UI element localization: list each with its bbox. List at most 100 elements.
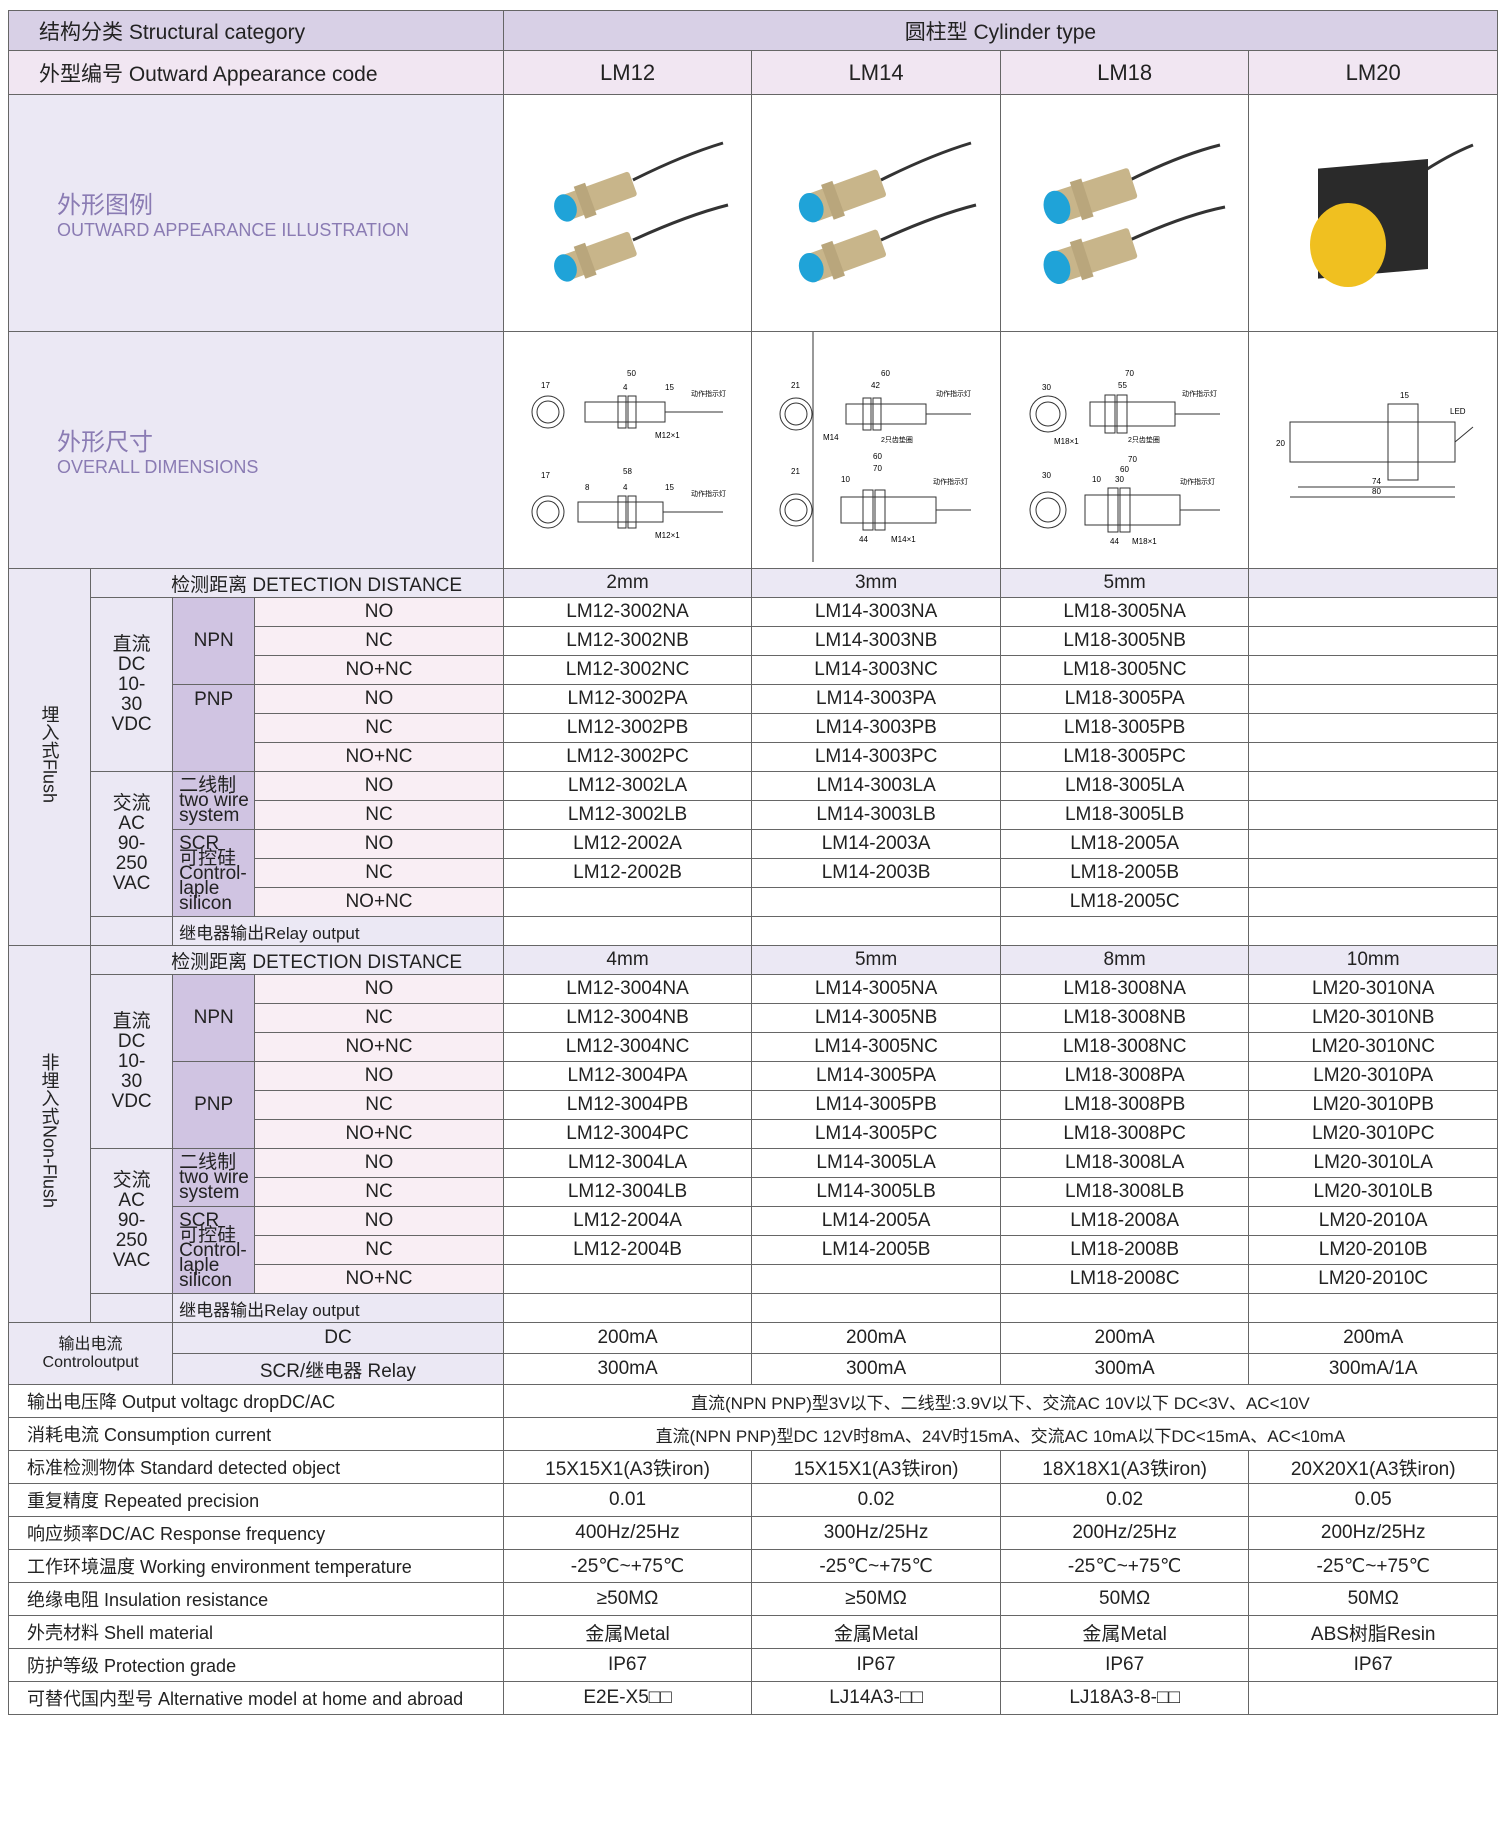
spec-value: -25℃~+75℃ bbox=[751, 1549, 1001, 1583]
dim-text: M18×1 bbox=[1132, 537, 1157, 546]
model-cell: LM12-3002PB bbox=[502, 713, 753, 743]
model-cell: LM18-3005PC bbox=[999, 742, 1250, 772]
spec-value: 0.01 bbox=[502, 1483, 753, 1517]
model-cell: LM18-3008PA bbox=[999, 1061, 1250, 1091]
model-cell: LM14-2005B bbox=[751, 1235, 1001, 1265]
model-cell: LM20-3010PB bbox=[1248, 1090, 1498, 1120]
model-cell bbox=[1248, 626, 1498, 656]
spec-label: 绝缘电阻 Insulation resistance bbox=[8, 1582, 504, 1616]
model-cell: LM14-3005PB bbox=[751, 1090, 1001, 1120]
lm18-drawing: 30 70 55 动作指示灯 M18×1 2只齿垫圈 30 70 60 10 3… bbox=[999, 331, 1250, 569]
model-cell: LM12-2002B bbox=[502, 858, 753, 888]
model-cell: LM14-3003LA bbox=[751, 771, 1001, 801]
model-cell: LM18-3005LB bbox=[999, 800, 1250, 830]
dim-text: 4 bbox=[623, 483, 628, 492]
model-cell: LM14-3003NA bbox=[751, 597, 1001, 627]
spec-table: 结构分类 Structural category 圆柱型 Cylinder ty… bbox=[7, 10, 1499, 1715]
model-cell: LM12-3004NB bbox=[502, 1003, 753, 1033]
output-type: NO bbox=[254, 597, 504, 627]
model-lm14: LM14 bbox=[751, 50, 1001, 95]
model-cell bbox=[1248, 858, 1498, 888]
dim-text: 21 bbox=[791, 381, 800, 390]
model-cell: LM20-3010PC bbox=[1248, 1119, 1498, 1149]
flush-distance: 5mm bbox=[999, 568, 1250, 598]
spec-value: 金属Metal bbox=[502, 1615, 753, 1649]
dim-text: 15 bbox=[665, 383, 674, 392]
model-cell: LM14-3003PB bbox=[751, 713, 1001, 743]
nonflush-distance: 10mm bbox=[1248, 945, 1498, 975]
model-cell: LM20-3010NB bbox=[1248, 1003, 1498, 1033]
spec-value: 18X18X1(A3铁iron) bbox=[999, 1450, 1250, 1484]
dim-text: M12×1 bbox=[655, 531, 680, 540]
dim-text: 20 bbox=[1276, 439, 1285, 448]
model-lm18: LM18 bbox=[999, 50, 1250, 95]
model-cell: LM14-3003PA bbox=[751, 684, 1001, 714]
dim-text: 动作指示灯 bbox=[936, 389, 971, 398]
dim-text: 30 bbox=[1042, 383, 1051, 392]
value-cell: 300mA bbox=[751, 1353, 1001, 1385]
output-type: NO+NC bbox=[254, 887, 504, 917]
model-cell: LM18-3005LA bbox=[999, 771, 1250, 801]
nonflush-detection-label: 检测距离 DETECTION DISTANCE bbox=[90, 945, 504, 975]
output-type: NC bbox=[254, 1235, 504, 1265]
model-cell: LM20-3010NC bbox=[1248, 1032, 1498, 1062]
nonflush-detection-row: 非埋入式Non-Flush 检测距离 DETECTION DISTANCE 4m… bbox=[7, 945, 1498, 1323]
dimension-drawing: 17 50 4 15 动作指示灯 M12×1 17 58 8 4 15 动作指示… bbox=[531, 369, 726, 540]
flush-distance bbox=[1248, 568, 1498, 598]
header-row-category: 结构分类 Structural category 圆柱型 Cylinder ty… bbox=[8, 10, 1499, 51]
spec-row: 输出电压降 Output voltagc dropDC/AC 直流(NPN PN… bbox=[8, 1384, 1499, 1418]
model-cell bbox=[1248, 655, 1498, 685]
model-cell: LM20-2010A bbox=[1248, 1206, 1498, 1236]
spec-span-value: 直流(NPN PNP)型DC 12V时8mA、24V时15mA、交流AC 10m… bbox=[502, 1417, 1499, 1451]
dim-text: 10 bbox=[1092, 475, 1101, 484]
model-cell: LM20-3010PA bbox=[1248, 1061, 1498, 1091]
dim-text: 21 bbox=[791, 467, 800, 476]
model-cell: LM18-2008C bbox=[999, 1264, 1250, 1294]
model-cell: LM14-2003B bbox=[751, 858, 1001, 888]
output-type: NO bbox=[254, 829, 504, 859]
model-cell bbox=[1248, 684, 1498, 714]
dim-text: LED bbox=[1450, 407, 1466, 416]
model-cell: LM12-3002PC bbox=[502, 742, 753, 772]
dimensions-row: 外形尺寸 OVERALL DIMENSIONS 17 50 4 15 动作指示灯… bbox=[8, 331, 1498, 569]
spec-row: 消耗电流 Consumption current 直流(NPN PNP)型DC … bbox=[8, 1417, 1499, 1451]
model-cell: LM12-3002LA bbox=[502, 771, 753, 801]
dim-text: 60 bbox=[873, 452, 882, 461]
model-cell: LM20-3010LB bbox=[1248, 1177, 1498, 1207]
spec-label: 工作环境温度 Working environment temperature bbox=[8, 1549, 504, 1583]
structural-category-label: 结构分类 Structural category bbox=[8, 10, 504, 51]
model-cell: LM12-3004LB bbox=[502, 1177, 753, 1207]
spec-row: 工作环境温度 Working environment temperature -… bbox=[8, 1549, 1498, 1583]
dim-text: 2只齿垫圈 bbox=[1128, 435, 1160, 444]
dim-text: 44 bbox=[1110, 537, 1119, 546]
model-cell: LM14-3005LA bbox=[751, 1148, 1001, 1178]
dim-text: 动作指示灯 bbox=[1182, 389, 1217, 398]
dim-text: 动作指示灯 bbox=[691, 389, 726, 398]
flush-pnp-label: PNP bbox=[172, 684, 256, 772]
spec-value: 0.02 bbox=[751, 1483, 1001, 1517]
flush-detection-label: 检测距离 DETECTION DISTANCE bbox=[90, 568, 504, 598]
flush-distance: 2mm bbox=[502, 568, 753, 598]
spec-label: 输出电压降 Output voltagc dropDC/AC bbox=[8, 1384, 504, 1418]
illustration-zh: 外形图例 bbox=[57, 192, 153, 219]
dim-text: M14 bbox=[823, 433, 839, 442]
dim-text: 55 bbox=[1118, 381, 1127, 390]
dimension-drawing: 15 LED 20 74 80 bbox=[1276, 391, 1474, 498]
model-cell: LM18-3008PC bbox=[999, 1119, 1250, 1149]
model-cell: LM12-3002NA bbox=[502, 597, 753, 627]
value-cell: 300mA bbox=[999, 1353, 1250, 1385]
